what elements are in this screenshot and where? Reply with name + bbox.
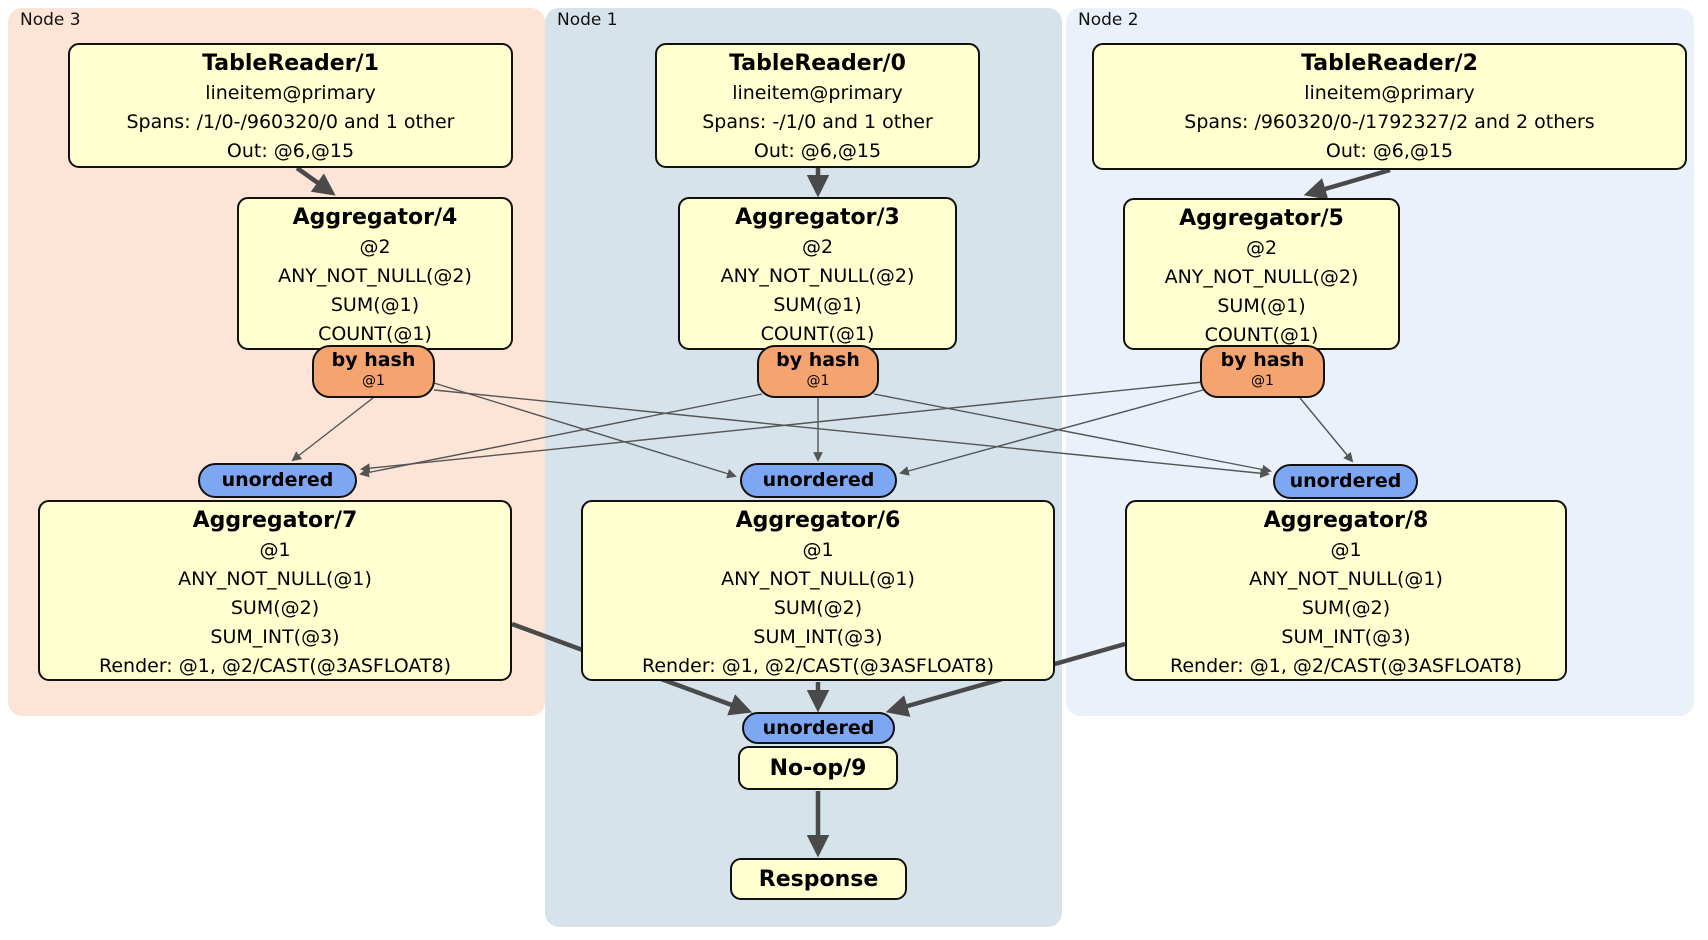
group-label-node-1: Node 1: [557, 10, 618, 30]
processor-aggregator-3: Aggregator/3 @2 ANY_NOT_NULL(@2) SUM(@1)…: [678, 197, 957, 350]
router-by-hash-node1: by hash @1: [757, 345, 879, 398]
group-label-node-3: Node 3: [20, 10, 81, 30]
processor-aggregator-5: Aggregator/5 @2 ANY_NOT_NULL(@2) SUM(@1)…: [1123, 198, 1400, 350]
processor-title: Aggregator/6: [735, 508, 901, 533]
processor-title: Aggregator/5: [1179, 206, 1344, 231]
sync-unordered-final: unordered: [742, 712, 895, 744]
processor-title: Aggregator/3: [735, 205, 900, 230]
sync-unordered-node1: unordered: [740, 463, 897, 498]
processor-title: TableReader/0: [729, 51, 906, 76]
sync-unordered-node2: unordered: [1273, 464, 1418, 499]
processor-tablereader-0: TableReader/0 lineitem@primary Spans: -/…: [655, 43, 980, 168]
processor-title: Aggregator/8: [1263, 508, 1429, 533]
processor-response: Response: [730, 858, 907, 900]
processor-aggregator-6: Aggregator/6 @1 ANY_NOT_NULL(@1) SUM(@2)…: [581, 500, 1055, 681]
router-by-hash-node3: by hash @1: [312, 345, 435, 398]
processor-aggregator-4: Aggregator/4 @2 ANY_NOT_NULL(@2) SUM(@1)…: [237, 197, 513, 350]
processor-title: TableReader/2: [1301, 51, 1478, 76]
group-label-node-2: Node 2: [1078, 10, 1139, 30]
processor-title: Aggregator/7: [192, 508, 358, 533]
processor-noop-9: No-op/9: [738, 746, 898, 790]
router-by-hash-node2: by hash @1: [1200, 345, 1325, 398]
processor-tablereader-2: TableReader/2 lineitem@primary Spans: /9…: [1092, 43, 1687, 170]
sync-unordered-node3: unordered: [198, 463, 357, 498]
processor-title: Aggregator/4: [292, 205, 458, 230]
processor-tablereader-1: TableReader/1 lineitem@primary Spans: /1…: [68, 43, 513, 168]
processor-title: TableReader/1: [202, 51, 379, 76]
processor-aggregator-7: Aggregator/7 @1 ANY_NOT_NULL(@1) SUM(@2)…: [38, 500, 512, 681]
processor-aggregator-8: Aggregator/8 @1 ANY_NOT_NULL(@1) SUM(@2)…: [1125, 500, 1567, 681]
